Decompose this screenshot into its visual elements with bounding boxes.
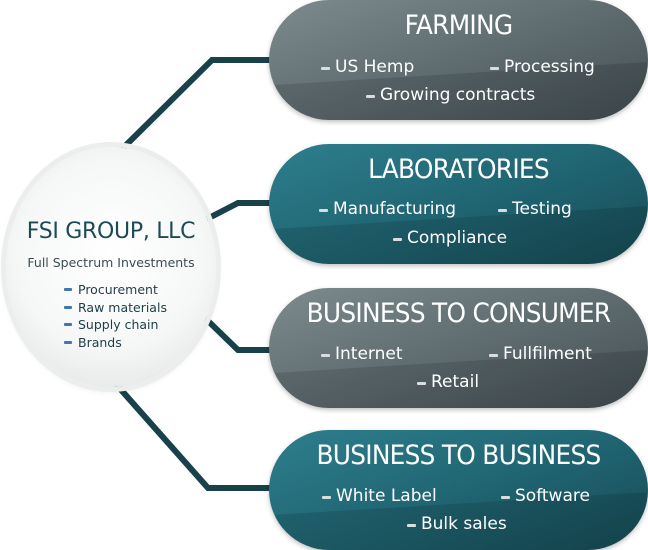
item-us-hemp: US Hemp xyxy=(321,57,414,77)
hub-title: FSI GROUP, LLC xyxy=(26,219,196,244)
item-compliance: Compliance xyxy=(393,228,507,248)
item-manufacturing: Manufacturing xyxy=(319,199,456,219)
connector-b2b xyxy=(112,381,272,491)
section-b2c: BUSINESS TO CONSUMER Internet Fullfilmen… xyxy=(269,288,648,408)
item-software: Software xyxy=(501,486,590,506)
item-white-label: White Label xyxy=(322,486,437,506)
item-retail: Retail xyxy=(417,372,479,392)
hub-item-raw-materials: Raw materials xyxy=(64,299,167,317)
section-laboratories-title: LABORATORIES xyxy=(368,154,550,185)
section-laboratories: LABORATORIES Manufacturing Testing Compl… xyxy=(269,144,648,264)
connector-laboratories xyxy=(203,200,272,223)
section-b2b-title: BUSINESS TO BUSINESS xyxy=(316,440,601,471)
connector-farming xyxy=(112,57,272,159)
section-b2c-title: BUSINESS TO CONSUMER xyxy=(306,298,611,329)
item-growing-contracts: Growing contracts xyxy=(366,85,535,105)
section-b2b: BUSINESS TO BUSINESS White Label Softwar… xyxy=(269,430,648,550)
section-farming-title: FARMING xyxy=(404,10,513,41)
hub-item-procurement: Procurement xyxy=(64,281,167,299)
hub-item-brands: Brands xyxy=(64,334,167,352)
hub-item-supply-chain: Supply chain xyxy=(64,316,167,334)
connector-b2c xyxy=(202,315,272,353)
item-fullfilment: Fullfilment xyxy=(489,344,592,364)
hub-circle: FSI GROUP, LLC Full Spectrum Investments… xyxy=(6,147,216,387)
hub-list: Procurement Raw materials Supply chain B… xyxy=(64,281,167,351)
item-bulk-sales: Bulk sales xyxy=(407,514,507,534)
item-testing: Testing xyxy=(498,199,572,219)
section-farming: FARMING US Hemp Processing Growing contr… xyxy=(269,0,648,120)
item-internet: Internet xyxy=(321,344,403,364)
hub-subtitle: Full Spectrum Investments xyxy=(27,255,195,270)
item-processing: Processing xyxy=(490,57,595,77)
